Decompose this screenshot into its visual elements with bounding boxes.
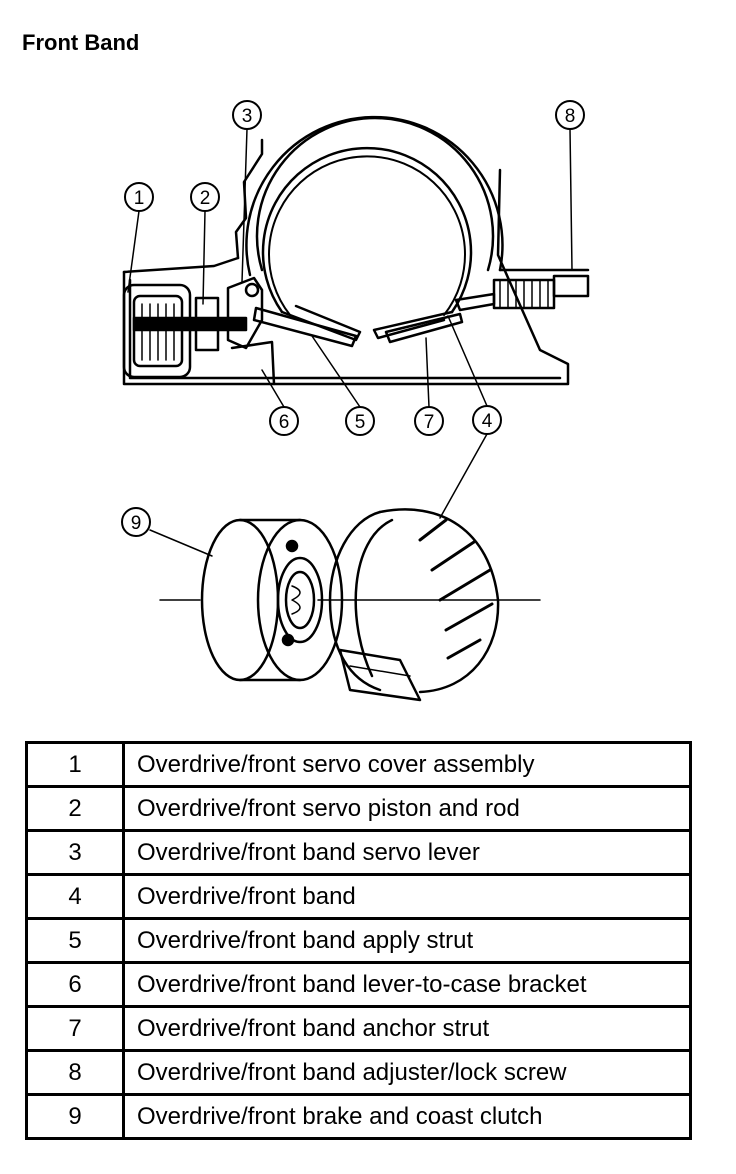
part-description: Overdrive/front band [122, 873, 692, 920]
page-title: Front Band [22, 30, 140, 55]
callout-2: 2 [190, 182, 220, 212]
part-description: Overdrive/front servo cover assembly [122, 741, 692, 788]
part-number: 7 [25, 1005, 125, 1052]
anchor-strut [384, 312, 464, 344]
callout-6: 6 [269, 406, 299, 436]
transmission-case [122, 138, 590, 386]
clutch-drum [200, 518, 344, 682]
part-number: 5 [25, 917, 125, 964]
svg-text:7: 7 [424, 412, 435, 433]
callout-7: 7 [414, 406, 444, 436]
callout-4: 4 [472, 405, 502, 435]
part-description: Overdrive/front band adjuster/lock screw [122, 1049, 692, 1096]
part-description: Overdrive/front band servo lever [122, 829, 692, 876]
table-row: 7 Overdrive/front band anchor strut [25, 1005, 692, 1052]
front-band-detail [328, 508, 500, 702]
part-number: 3 [25, 829, 125, 876]
leader-lines [127, 128, 573, 557]
parts-legend-table: 1 Overdrive/front servo cover assembly 2… [25, 741, 692, 1140]
table-row: 3 Overdrive/front band servo lever [25, 829, 692, 876]
svg-text:9: 9 [131, 513, 142, 534]
servo-lever [226, 276, 264, 350]
front-band-ring [261, 146, 473, 342]
servo-piston-rod [132, 296, 248, 352]
apply-strut [252, 306, 358, 348]
svg-text:6: 6 [279, 412, 290, 433]
callout-1: 1 [124, 182, 154, 212]
part-number: 9 [25, 1093, 125, 1140]
svg-text:4: 4 [482, 411, 493, 432]
table-row: 1 Overdrive/front servo cover assembly [25, 741, 692, 788]
band-housing [245, 115, 504, 277]
svg-text:5: 5 [355, 412, 366, 433]
part-number: 1 [25, 741, 125, 788]
table-row: 4 Overdrive/front band [25, 873, 692, 920]
svg-text:1: 1 [134, 188, 145, 209]
table-row: 2 Overdrive/front servo piston and rod [25, 785, 692, 832]
part-number: 6 [25, 961, 125, 1008]
part-description: Overdrive/front band lever-to-case brack… [122, 961, 692, 1008]
front-band-diagram: 1 2 3 4 5 6 7 8 9 [121, 100, 590, 702]
svg-text:8: 8 [565, 106, 576, 127]
part-number: 8 [25, 1049, 125, 1096]
table-row: 6 Overdrive/front band lever-to-case bra… [25, 961, 692, 1008]
part-description: Overdrive/front band apply strut [122, 917, 692, 964]
part-description: Overdrive/front brake and coast clutch [122, 1093, 692, 1140]
callout-9: 9 [121, 507, 151, 537]
table-row: 8 Overdrive/front band adjuster/lock scr… [25, 1049, 692, 1096]
adjuster-screw [454, 274, 590, 312]
part-number: 4 [25, 873, 125, 920]
callout-8: 8 [555, 100, 585, 130]
part-description: Overdrive/front servo piston and rod [122, 785, 692, 832]
lever-bracket [230, 340, 276, 386]
table-row: 9 Overdrive/front brake and coast clutch [25, 1093, 692, 1140]
callout-5: 5 [345, 406, 375, 436]
svg-text:3: 3 [242, 106, 253, 127]
table-row: 5 Overdrive/front band apply strut [25, 917, 692, 964]
part-description: Overdrive/front band anchor strut [122, 1005, 692, 1052]
callout-3: 3 [232, 100, 262, 130]
part-number: 2 [25, 785, 125, 832]
svg-text:2: 2 [200, 188, 211, 209]
